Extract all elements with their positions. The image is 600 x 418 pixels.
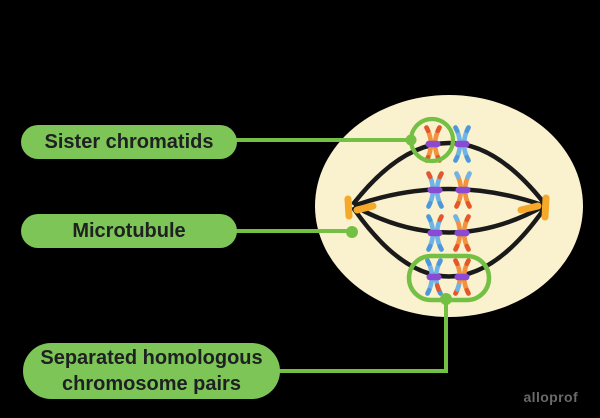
- label-microtubule-text: Microtubule: [72, 219, 186, 242]
- annotation-dot: [440, 293, 452, 305]
- label-sister-chromatids: Sister chromatids: [21, 125, 237, 159]
- centromere: [427, 229, 443, 237]
- chromosome-blue: [426, 171, 444, 209]
- chromosome-blue: [453, 125, 471, 163]
- annotation-dot: [405, 134, 417, 146]
- centromere: [426, 273, 442, 281]
- centrioles: [344, 194, 550, 221]
- cell-body: [315, 95, 583, 317]
- centromere: [455, 186, 471, 194]
- chromosome-orange: [453, 214, 471, 252]
- chromosome-orange: [454, 171, 472, 209]
- alloprof-logo: alloprof: [523, 389, 578, 405]
- annotations: [236, 116, 492, 373]
- spindle-microtubules: [351, 140, 547, 279]
- chromosomes: [424, 125, 472, 296]
- centromere: [425, 140, 441, 148]
- centromere: [454, 273, 470, 281]
- label-separated-homologous-pairs: Separated homologous chromosome pairs: [23, 343, 280, 399]
- label-sister-chromatids-text: Sister chromatids: [44, 130, 214, 153]
- centromere: [454, 140, 470, 148]
- centromere: [454, 229, 470, 237]
- centromere: [427, 186, 443, 194]
- annotation-dot: [346, 226, 358, 238]
- chromosome-orange: [453, 258, 471, 296]
- chromosome-blue: [425, 258, 443, 296]
- chromosome-blue: [426, 214, 444, 252]
- annotation-connector: [279, 300, 448, 373]
- label-microtubule: Microtubule: [21, 214, 237, 248]
- label-separated-line1: Separated homologous: [40, 347, 263, 369]
- label-separated-line2: chromosome pairs: [62, 373, 241, 395]
